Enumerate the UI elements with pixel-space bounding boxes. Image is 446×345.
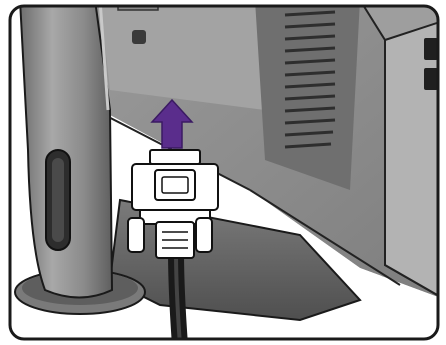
cable-slot-inner [52,158,64,242]
vent-grille [284,10,336,149]
side-button-bottom [424,68,438,90]
dvi-connector [127,149,219,259]
image-frame [8,4,440,341]
upper-housing [100,6,265,110]
panel-edge-line-2 [249,189,401,286]
right-thumbscrew [195,217,213,253]
dvi-logo-icon [161,176,189,194]
stand-neck [18,6,114,299]
housing-latch [132,30,146,44]
side-button-top [424,38,438,60]
pull-up-arrow-icon [150,98,194,149]
connector-top-lip [149,149,201,165]
vent-bay [255,6,360,190]
stand-highlight [98,6,110,111]
left-thumbscrew [127,217,145,253]
housing-edge [117,6,159,11]
